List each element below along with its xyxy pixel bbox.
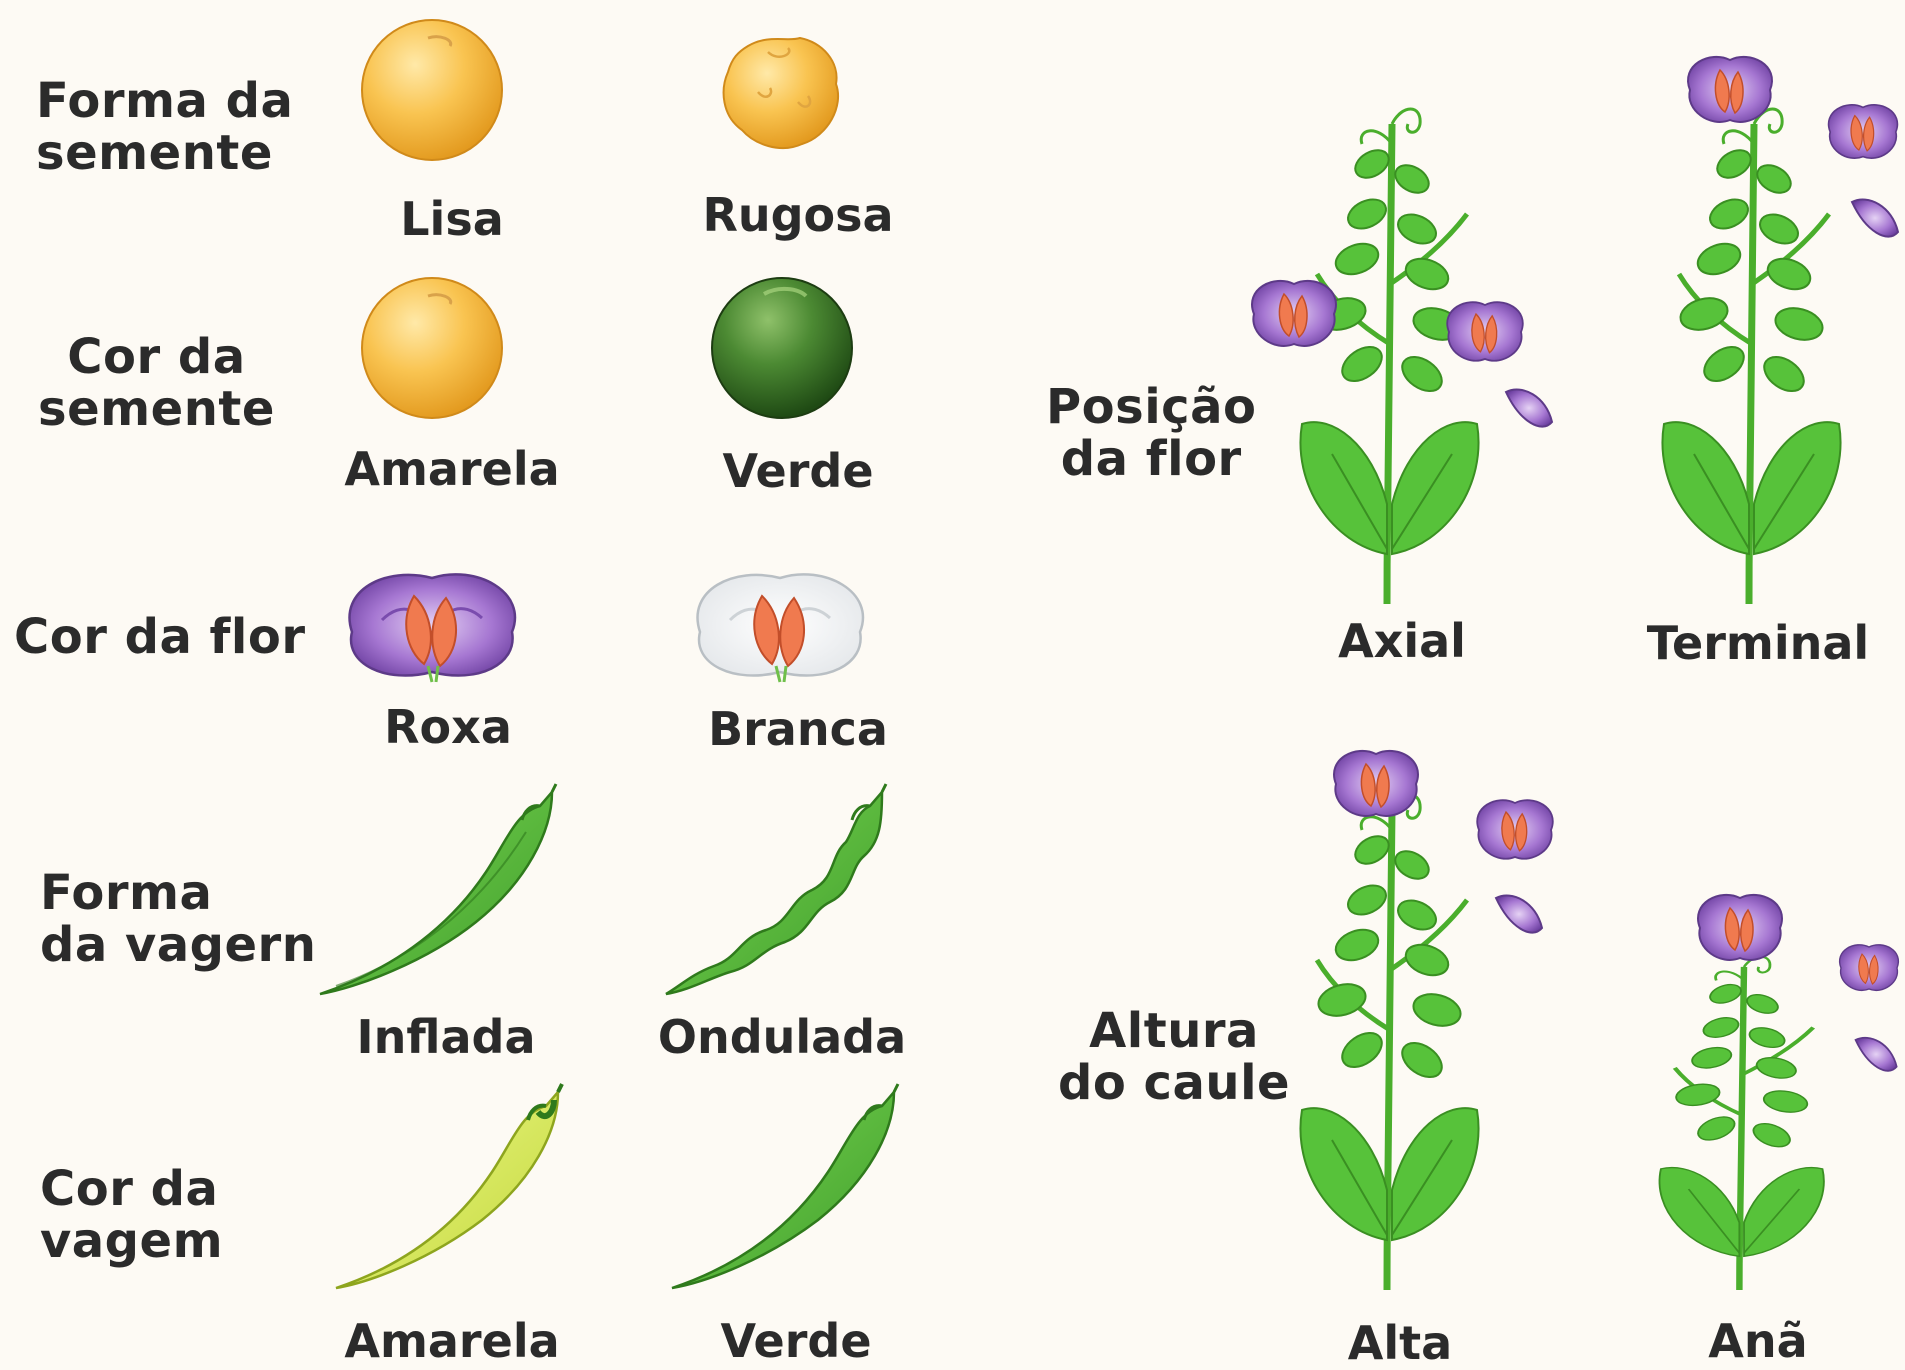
trait-label-flower-position: Posição da flor	[1046, 382, 1257, 486]
yellow-seed-icon	[358, 274, 506, 422]
white-flower-icon	[690, 560, 872, 684]
phenotype-ana: Anã	[1588, 1318, 1905, 1364]
phenotype-roxa: Roxa	[278, 704, 618, 750]
purple-flower-icon	[1690, 888, 1790, 968]
yellow-pod-icon	[332, 1082, 566, 1294]
trait-label-pod-color: Cor da vagem	[40, 1164, 223, 1268]
inflated-pod-icon	[316, 782, 560, 1000]
yellow-round-seed-icon	[358, 16, 506, 164]
purple-flower-icon	[1326, 744, 1426, 824]
trait-label-pod-shape: Forma da vagern	[40, 868, 316, 972]
pea-plant-icon	[1624, 940, 1864, 1290]
purple-flower-icon	[1470, 790, 1560, 870]
constricted-pod-icon	[660, 782, 890, 1000]
phenotype-axial: Axial	[1232, 618, 1572, 664]
purple-flower-icon	[1822, 92, 1904, 172]
purple-flower-icon	[1834, 928, 1904, 1008]
trait-label-flower-color: Cor da flor	[14, 612, 306, 664]
trait-label-seed-color: Cor da semente	[38, 332, 275, 436]
phenotype-rugosa: Rugosa	[628, 192, 968, 238]
phenotype-amarela-seed: Amarela	[282, 446, 622, 492]
purple-flower-icon	[1244, 274, 1344, 354]
phenotype-branca: Branca	[628, 706, 968, 752]
flower-bud-icon	[1848, 192, 1904, 248]
green-pod-icon	[668, 1082, 902, 1294]
phenotype-ondulada: Ondulada	[612, 1014, 952, 1060]
phenotype-lisa: Lisa	[282, 196, 622, 242]
phenotype-verde-seed: Verde	[628, 448, 968, 494]
purple-flower-icon	[1440, 292, 1530, 372]
green-seed-icon	[708, 274, 856, 422]
wrinkled-seed-icon	[718, 32, 846, 154]
purple-flower-icon	[342, 560, 524, 684]
phenotype-amarela-pod: Amarela	[282, 1318, 622, 1364]
phenotype-inflada: Inflada	[276, 1014, 616, 1060]
flower-bud-icon	[1502, 382, 1558, 438]
purple-flower-icon	[1680, 50, 1780, 130]
flower-bud-icon	[1852, 1028, 1902, 1084]
phenotype-terminal: Terminal	[1588, 620, 1905, 666]
trait-label-seed-shape: Forma da semente	[36, 76, 293, 180]
phenotype-alta: Alta	[1230, 1320, 1570, 1366]
flower-bud-icon	[1492, 888, 1548, 944]
trait-label-stem-height: Altura do caule	[1058, 1006, 1290, 1110]
phenotype-verde-pod: Verde	[626, 1318, 966, 1364]
